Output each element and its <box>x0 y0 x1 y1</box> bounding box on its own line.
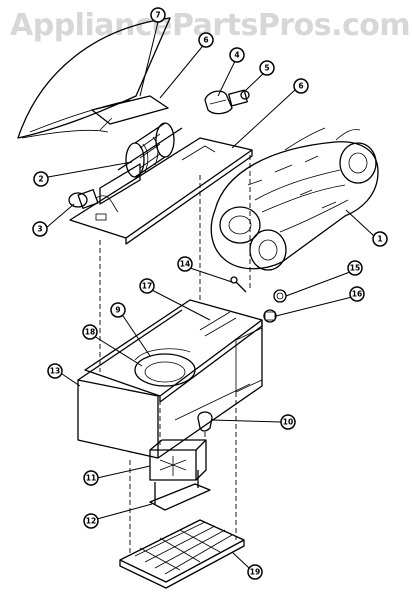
motor-part <box>68 189 119 213</box>
callout-17: 17 <box>139 278 155 294</box>
callout-15-label: 15 <box>350 264 360 273</box>
callout-16: 16 <box>349 286 365 302</box>
callout-15: 15 <box>347 260 363 276</box>
reflector-shield-part <box>17 17 171 139</box>
callout-17-label: 17 <box>142 282 152 291</box>
log-set-part <box>210 127 379 271</box>
bulb-part <box>204 90 233 115</box>
firebox-housing-part <box>77 309 263 459</box>
fan-bracket-part <box>149 470 211 511</box>
callout-13-label: 13 <box>50 367 60 376</box>
callout-leaders <box>45 21 375 569</box>
callout-19: 19 <box>247 564 263 580</box>
callout-4: 4 <box>229 47 245 63</box>
callout-14: 14 <box>177 256 193 272</box>
lamp-bracket-part <box>91 95 169 131</box>
callout-12: 12 <box>83 513 99 529</box>
callout-6b-label: 6 <box>298 82 303 91</box>
callout-6-label: 6 <box>203 36 208 45</box>
support-bracket-part <box>69 137 253 245</box>
burner-ring-part <box>134 348 196 387</box>
callout-6: 6 <box>198 32 214 48</box>
callout-2-label: 2 <box>38 175 43 184</box>
callout-4-label: 4 <box>234 51 239 60</box>
callout-19-label: 19 <box>250 568 260 577</box>
callout-16-label: 16 <box>352 290 362 299</box>
blower-fan-part <box>149 439 207 481</box>
callout-3: 3 <box>32 221 48 237</box>
socket-part <box>228 89 250 107</box>
callout-10-label: 10 <box>283 418 293 427</box>
callout-11-label: 11 <box>86 474 96 483</box>
alignment-lines <box>99 155 251 556</box>
knob-part <box>273 289 287 303</box>
callout-10: 10 <box>280 414 296 430</box>
callout-3-label: 3 <box>37 225 42 234</box>
thermostat-part <box>197 411 213 432</box>
callout-13: 13 <box>47 363 63 379</box>
callout-7-label: 7 <box>155 11 160 20</box>
callout-1: 1 <box>372 231 388 247</box>
screw-part <box>230 276 247 293</box>
callout-14-label: 14 <box>180 260 190 269</box>
callout-6b: 6 <box>293 78 309 94</box>
callout-5-label: 5 <box>264 64 269 73</box>
callout-2: 2 <box>33 171 49 187</box>
callout-5: 5 <box>259 60 275 76</box>
callout-11: 11 <box>83 470 99 486</box>
callout-18: 18 <box>82 324 98 340</box>
callout-1-label: 1 <box>377 235 382 244</box>
callout-12-label: 12 <box>86 517 96 526</box>
callout-18-label: 18 <box>85 328 95 337</box>
callout-9: 9 <box>110 302 126 318</box>
callout-9-label: 9 <box>115 306 120 315</box>
switch-part <box>263 309 277 323</box>
callout-7: 7 <box>150 7 166 23</box>
mesh-grille-part <box>119 519 245 589</box>
